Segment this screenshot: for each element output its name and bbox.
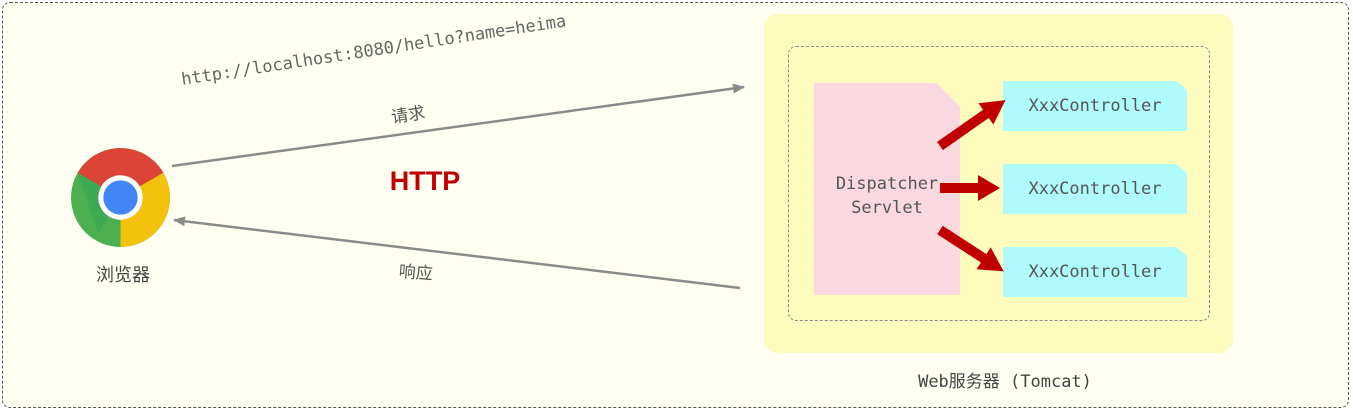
- request-arrow: [171, 83, 745, 168]
- chrome-browser-icon: [71, 148, 170, 247]
- response-arrow: [173, 216, 741, 290]
- dispatch-arrow-2: [940, 175, 1000, 201]
- dispatch-arrow-3: [937, 225, 1004, 272]
- http-protocol-label: HTTP: [389, 166, 461, 196]
- browser-label: 浏览器: [96, 265, 150, 286]
- dispatch-arrow-1: [937, 100, 1006, 151]
- spring-container-box: [788, 46, 1210, 321]
- controller-box-2: XxxController: [1003, 164, 1187, 214]
- dispatcher-servlet-label: Dispatcher Servlet: [835, 174, 939, 218]
- controller-box-3: XxxController: [1003, 247, 1187, 297]
- dispatcher-servlet-box: [814, 83, 960, 295]
- web-server-label: Web服务器 (Tomcat): [918, 372, 1092, 392]
- response-label: 响应: [397, 261, 434, 285]
- controller-box-1: XxxController: [1003, 81, 1187, 131]
